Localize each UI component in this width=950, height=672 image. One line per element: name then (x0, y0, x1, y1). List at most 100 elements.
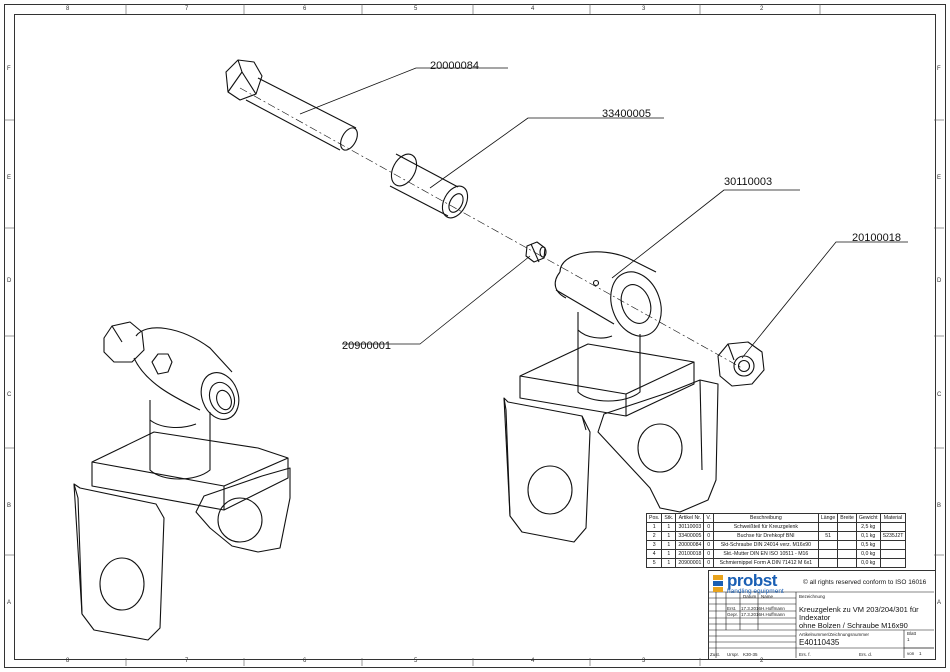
zust-label: Zust. (710, 652, 721, 657)
grease-nipple-part (525, 241, 547, 263)
zone-top-2: 2 (760, 6, 764, 12)
zone-top-3: 3 (642, 6, 646, 12)
col-weight: Gewicht (855, 513, 881, 523)
cell (837, 558, 857, 568)
table-row: 2 1 33400005 0 Buchse für Drehkopf BNI 5… (645, 531, 907, 541)
zone-bottom-7: 7 (185, 658, 189, 664)
parts-list-header-row: Pos. Stk. Artikel Nr. V. Beschreibung Lä… (645, 513, 907, 523)
cell (837, 549, 857, 559)
zone-bottom-6: 6 (303, 658, 307, 664)
zone-right-F: F (937, 66, 941, 72)
von-label: von (907, 651, 915, 656)
blatt-value: 1 (907, 637, 910, 642)
title-block-grid (708, 591, 934, 658)
name-label: Name (761, 594, 774, 599)
col-description: Beschreibung (712, 513, 819, 523)
zone-left-B: B (7, 503, 12, 509)
artnr-label: Artikelnummer/Zeichnungsnummer (799, 632, 870, 637)
col-width: Breite (837, 513, 857, 523)
zone-bottom-3: 3 (642, 658, 646, 664)
cell: Skt.-Mutter DIN EN ISO 10511 - M16 (712, 549, 819, 559)
callout-weldment-number: 30110003 (724, 176, 773, 188)
callout-bushing-number: 33400005 (602, 108, 651, 120)
cell (879, 540, 907, 550)
table-row: 3 1 20000084 0 Skt-Schraube DIN 24014 ve… (645, 540, 907, 550)
cell: 4 (645, 549, 663, 559)
cell: 0,5 kg (855, 540, 881, 550)
cell: 0 (703, 549, 714, 559)
drawing-description: Kreuzgelenk zu VM 203/204/301 für Indexa… (799, 606, 919, 630)
ersatz-fuer-label: Ers. f. (799, 652, 811, 657)
zone-left-C: C (7, 392, 12, 398)
cell: Schmiernippel Form A DIN 71412 M 6x1 (712, 558, 819, 568)
description-line: ohne Bolzen / Schraube M16x90 (799, 621, 908, 630)
description-line: Indexator (799, 613, 831, 622)
urspr-value: K30-35 (743, 652, 758, 657)
zone-top-8: 8 (66, 6, 70, 12)
nut-part (717, 341, 765, 387)
zone-bottom-8: 8 (66, 658, 70, 664)
zone-right-C: C (937, 392, 942, 398)
table-row: 5 1 20900001 0 Schmiernippel Form A DIN … (645, 558, 907, 568)
zone-left-D: D (7, 278, 12, 284)
cell (837, 540, 857, 550)
col-qty: Stk. (661, 513, 677, 523)
datum-label: Datum (743, 594, 757, 599)
cell: 1 (661, 531, 677, 541)
von-value: 1 (919, 651, 922, 656)
cell: 2,5 kg (855, 522, 881, 532)
erst-date: 17.3.2016 (741, 606, 762, 611)
cell: 20100018 (675, 549, 705, 559)
zone-left-A: A (7, 600, 12, 606)
cell: 20000084 (675, 540, 705, 550)
zone-top-4: 4 (531, 6, 535, 12)
cell: 0 (703, 531, 714, 541)
cell: 20900001 (675, 558, 705, 568)
blatt-label: Blatt (907, 631, 917, 636)
cell: 1 (661, 522, 677, 532)
brand-logo: probst (727, 571, 777, 590)
cell (879, 558, 907, 568)
leader-lines (299, 67, 908, 359)
cell: 2 (645, 531, 663, 541)
title-block: probst handling equipment © all rights r… (708, 570, 935, 659)
drawing-frame-inner (14, 14, 936, 660)
cell: 30110003 (675, 522, 705, 532)
cell: 51 (817, 531, 839, 541)
zone-right-D: D (937, 278, 942, 284)
gepr-name: H.Hoffmann (761, 612, 785, 617)
cell: 0 (703, 558, 714, 568)
urspr-label: Urspr. (727, 652, 740, 657)
cell: Buchse für Drehkopf BNI (712, 531, 819, 541)
description-line: Kreuzgelenk zu VM 203/204/301 für (799, 605, 919, 614)
gepr-label: Gepr. (727, 612, 739, 617)
bushing-part (389, 153, 469, 219)
col-material: Material (879, 513, 907, 523)
cell (817, 522, 839, 532)
cell: 1 (661, 540, 677, 550)
zone-right-A: A (937, 600, 942, 606)
cell (879, 522, 907, 532)
callout-nipple-number: 20900001 (342, 340, 391, 352)
zone-top-6: 6 (303, 6, 307, 12)
cell: 0,0 kg (855, 549, 881, 559)
gepr-date: 17.3.2016 (741, 612, 762, 617)
cell: 1 (661, 558, 677, 568)
cell: 0 (703, 540, 714, 550)
cell (817, 558, 839, 568)
erst-label: Erst. (727, 606, 737, 611)
cell (837, 531, 857, 541)
zone-right-E: E (937, 175, 942, 181)
callout-bolt-number: 20000084 (430, 60, 479, 72)
brand-tagline: handling equipment (727, 588, 784, 595)
col-artnr: Artikel Nr. (675, 513, 705, 523)
cell: 33400005 (675, 531, 705, 541)
cell: S235J2T (879, 531, 907, 541)
zone-left-E: E (7, 175, 12, 181)
zone-bottom-4: 4 (531, 658, 535, 664)
erst-name: H.Hoffmann (761, 606, 785, 611)
assembled-joint (73, 321, 291, 641)
col-length: Länge (817, 513, 839, 523)
cell (817, 549, 839, 559)
zone-top-7: 7 (185, 6, 189, 12)
